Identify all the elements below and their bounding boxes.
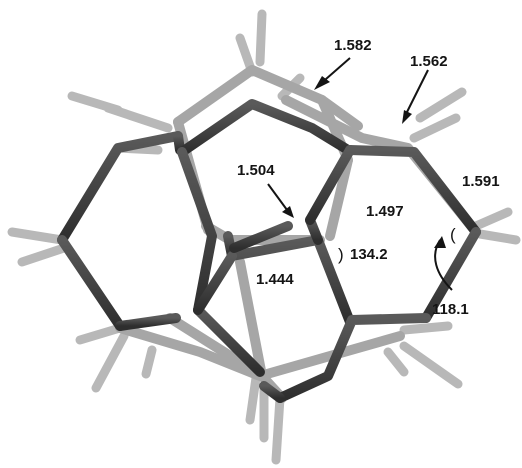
angle-marker-paren: ) — [338, 245, 344, 264]
bond-length-label-1444: 1.444 — [256, 271, 294, 288]
arrowheads — [282, 76, 446, 248]
bond-length-label-1582: 1.582 — [334, 37, 372, 54]
bond-angle-label-1181: 118.1 — [432, 301, 469, 318]
hydrogen-atoms — [7, 9, 521, 465]
front-cage-bonds — [57, 99, 481, 403]
bond-length-label-1497: 1.497 — [366, 203, 404, 220]
bond-length-label-1591: 1.591 — [462, 173, 500, 190]
bond-length-label-1562: 1.562 — [410, 53, 448, 70]
bond-length-label-1504: 1.504 — [237, 162, 275, 179]
angle-marker-paren-right: ( — [450, 225, 456, 244]
bond-angle-label-1342: 134.2 — [350, 246, 388, 263]
